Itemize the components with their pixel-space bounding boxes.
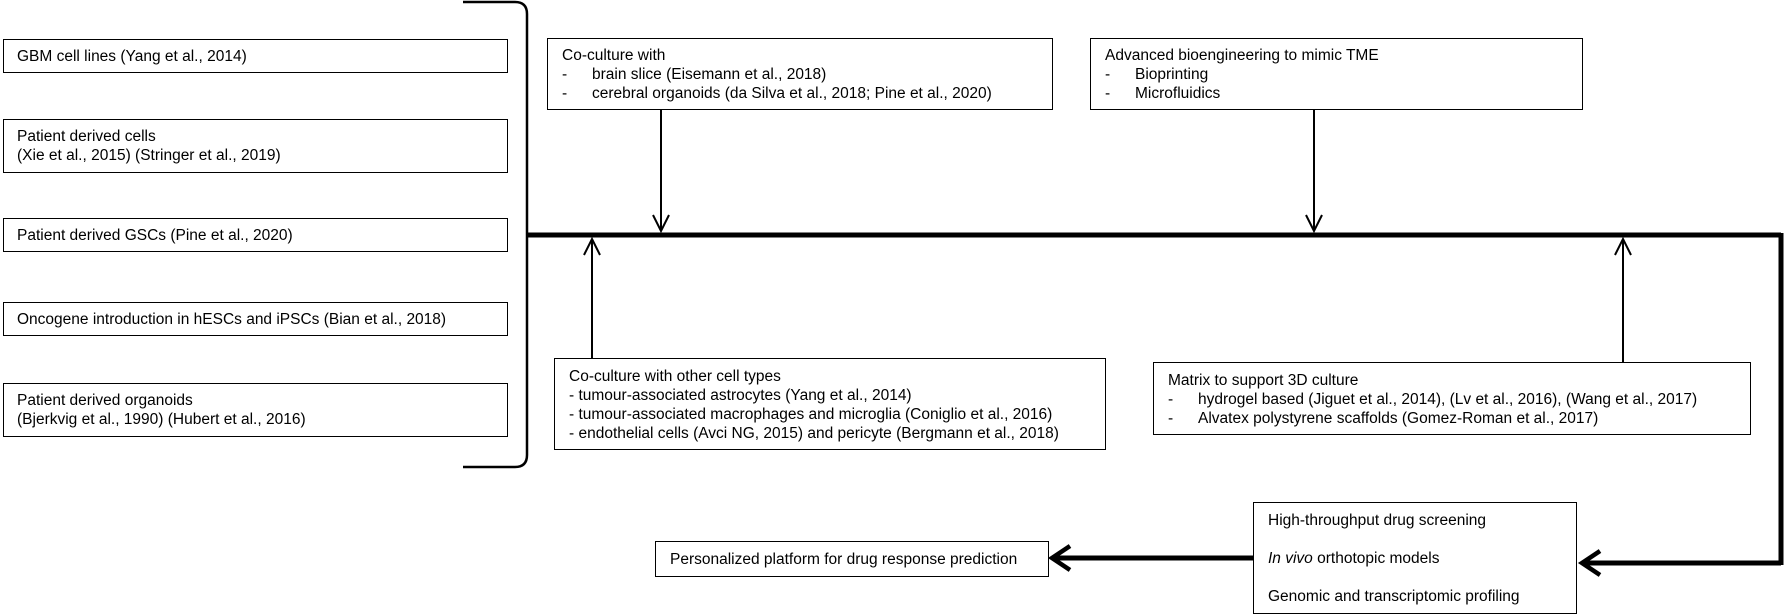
source-reference: (Bjerkvig et al., 1990) (Hubert et al., … (17, 411, 306, 428)
bioengineering-arrowhead (1305, 214, 1323, 234)
matrix-box: Matrix to support 3D culture -hydrogel b… (1153, 362, 1751, 435)
output-item-profiling: Genomic and transcriptomic profiling (1268, 588, 1520, 605)
matrix-title: Matrix to support 3D culture (1168, 372, 1359, 389)
matrix-arrowhead (1614, 236, 1632, 256)
bioengineering-box: Advanced bioengineering to mimic TME -Bi… (1090, 38, 1583, 110)
bioengineering-title: Advanced bioengineering to mimic TME (1105, 47, 1379, 64)
source-box-gbm-cell-lines: GBM cell lines (Yang et al., 2014) (3, 39, 508, 73)
list-item: - endothelial cells (Avci NG, 2015) and … (569, 425, 1059, 442)
return-arrowhead (1577, 549, 1602, 577)
source-reference: (Xie et al., 2015) (Stringer et al., 201… (17, 147, 281, 164)
source-text: Oncogene introduction in hESCs and iPSCs… (17, 311, 447, 328)
source-box-patient-derived-organoids: Patient derived organoids (Bjerkvig et a… (3, 383, 508, 437)
output-item-in-vivo-models: In vivo orthotopic models (1268, 550, 1440, 567)
coculture-arrowhead (652, 214, 670, 234)
list-item: -brain slice (Eisemann et al., 2018) (562, 66, 827, 83)
coculture-cell-types-box: Co-culture with other cell types - tumou… (554, 358, 1106, 450)
source-box-patient-derived-gscs: Patient derived GSCs (Pine et al., 2020) (3, 218, 508, 252)
cell-types-arrowhead (583, 236, 601, 256)
source-text: Patient derived cells (17, 128, 156, 145)
result-arrowhead (1047, 544, 1072, 572)
source-text: Patient derived organoids (17, 392, 193, 409)
list-item: -Alvatex polystyrene scaffolds (Gomez-Ro… (1168, 410, 1599, 427)
source-text: Patient derived GSCs (Pine et al., 2020) (17, 227, 293, 244)
result-box: Personalized platform for drug response … (655, 541, 1049, 577)
source-box-oncogene-introduction: Oncogene introduction in hESCs and iPSCs… (3, 302, 508, 336)
output-item-drug-screening: High-throughput drug screening (1268, 512, 1486, 529)
list-item: - tumour-associated astrocytes (Yang et … (569, 387, 912, 404)
list-item: -Microfluidics (1105, 85, 1221, 102)
list-item: -cerebral organoids (da Silva et al., 20… (562, 85, 992, 102)
coculture-title: Co-culture with (562, 47, 666, 64)
list-item: - tumour-associated macrophages and micr… (569, 406, 1053, 423)
coculture-cell-types-title: Co-culture with other cell types (569, 368, 781, 385)
list-item: -Bioprinting (1105, 66, 1209, 83)
list-item: -hydrogel based (Jiguet et al., 2014), (… (1168, 391, 1698, 408)
outputs-box: High-throughput drug screening In vivo o… (1253, 502, 1577, 614)
coculture-box: Co-culture with -brain slice (Eisemann e… (547, 38, 1053, 110)
result-label: Personalized platform for drug response … (670, 551, 1018, 568)
source-box-patient-derived-cells: Patient derived cells (Xie et al., 2015)… (3, 119, 508, 173)
source-text: GBM cell lines (Yang et al., 2014) (17, 48, 247, 65)
